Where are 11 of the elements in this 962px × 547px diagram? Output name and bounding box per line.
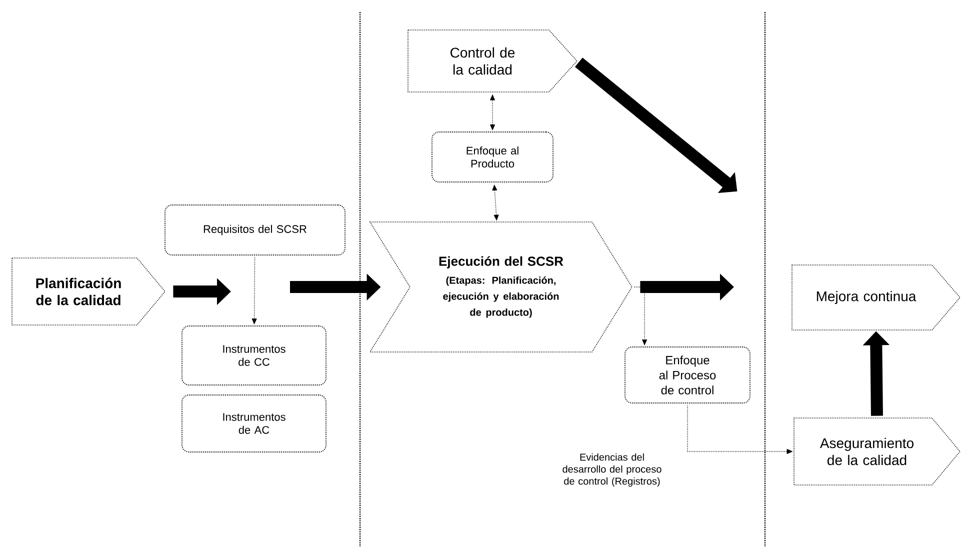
chevron-box: Ejecución del SCSR (Etapas: Planificación, ejecución y elaboración de producto) — [369, 222, 632, 352]
arrow-shaped-box: Mejora continua — [792, 264, 961, 330]
rounded-box: Instrumentos de AC — [182, 394, 326, 452]
rounded-box: Enfoque al Producto — [432, 132, 554, 182]
arrow-shaped-box: Control de la calidad — [408, 30, 578, 92]
arrow-shaped-box: Aseguramiento de la calidad — [794, 418, 961, 486]
rounded-box: Enfoque al Proceso de control — [624, 346, 750, 404]
rounded-box: Instrumentos de CC — [182, 326, 326, 386]
rounded-box: Requisitos del SCSR — [164, 204, 346, 256]
edge-label: Evidencias del desarrollo del proceso de control (Registros) — [561, 452, 663, 488]
arrow-shaped-box: Planificación de la calidad — [12, 258, 166, 326]
